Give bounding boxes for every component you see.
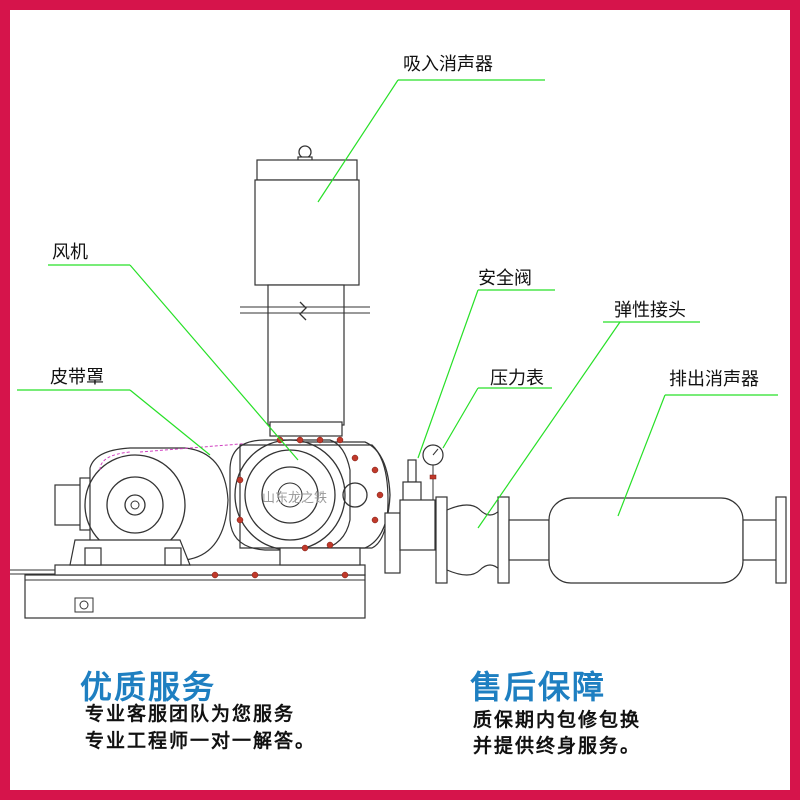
blower [211, 436, 391, 579]
label-blower: 风机 [52, 242, 88, 263]
label-pressure-gauge: 压力表 [490, 368, 544, 389]
motor-and-belt-guard [54, 439, 346, 566]
label-inlet-silencer: 吸入消声器 [403, 54, 493, 75]
footer-left-title: 优质服务 [80, 668, 217, 706]
watermark: 山东龙之铁 [262, 491, 327, 506]
footer-right-line-1: 质保期内包修包换 [473, 709, 642, 731]
label-flexible-joint: 弹性接头 [614, 300, 686, 321]
footer-left-line-1: 专业客服团队为您服务 [85, 703, 296, 725]
pressure-gauge [422, 444, 444, 500]
footer-right-line-2: 并提供终身服务。 [473, 735, 642, 757]
footer-right-title: 售后保障 [470, 668, 607, 706]
callout-lines [17, 79, 778, 529]
safety-valve [402, 459, 422, 503]
label-outlet-silencer: 排出消声器 [669, 369, 759, 390]
outlet-pipe [384, 496, 448, 584]
inlet-silencer [240, 145, 370, 437]
flexible-joint [446, 496, 510, 584]
roots-blower-diagram: 吸入消声器 风机 安全阀 弹性接头 皮带罩 压力表 排出消声器 山东龙之铁 [10, 54, 787, 619]
outlet-silencer [508, 496, 787, 584]
label-belt-guard: 皮带罩 [50, 367, 104, 388]
label-safety-valve: 安全阀 [478, 268, 532, 289]
footer-left-line-2: 专业工程师一对一解答。 [85, 730, 317, 752]
base-frame [10, 564, 366, 619]
